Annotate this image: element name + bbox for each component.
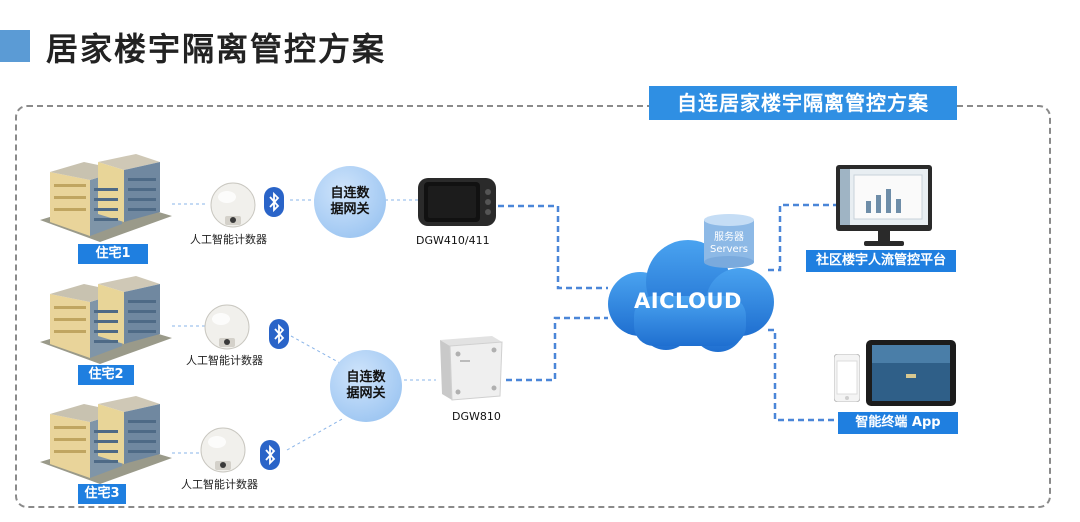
building-1-icon	[40, 154, 172, 242]
server-icon	[704, 214, 754, 268]
home-1-label: 住宅1	[78, 244, 148, 264]
dgw410-label: DGW410/411	[416, 234, 490, 247]
aicloud-label: AICLOUD	[634, 289, 742, 313]
ai-counter-3-label: 人工智能计数器	[181, 478, 258, 491]
server-label: 服务器 Servers	[704, 232, 754, 256]
scheme-frame	[15, 105, 1051, 508]
smart-terminal-app-label: 智能终端 App	[838, 412, 958, 434]
building-2-icon	[40, 276, 172, 364]
title-accent-bar	[0, 30, 30, 62]
ai-counter-2-label: 人工智能计数器	[186, 354, 263, 367]
phone-icon	[834, 354, 860, 402]
building-3-icon	[40, 396, 172, 484]
home-2-label: 住宅2	[78, 365, 134, 385]
ai-counter-2-icon	[204, 304, 250, 350]
gateway-1-label: 自连数据网关	[330, 186, 370, 217]
page-title: 居家楼宇隔离管控方案	[46, 30, 387, 68]
self-connect-gateway-1: 自连数据网关	[314, 166, 386, 238]
ai-counter-1-icon	[210, 182, 256, 228]
self-connect-gateway-2: 自连数据网关	[330, 350, 402, 422]
scheme-label: 自连居家楼宇隔离管控方案	[649, 86, 957, 120]
dgw810-device-icon	[440, 336, 503, 401]
ai-counter-3-icon	[200, 427, 246, 473]
server-sublabel: Servers	[709, 244, 748, 255]
tablet-icon	[866, 340, 956, 406]
community-platform-label: 社区楼宇人流管控平台	[806, 250, 956, 272]
ai-counter-1-label: 人工智能计数器	[190, 233, 267, 246]
dgw810-label: DGW810	[452, 410, 501, 423]
bluetooth-icon	[260, 440, 280, 470]
dgw410-device-icon	[418, 178, 496, 226]
monitor-icon	[836, 165, 932, 246]
bluetooth-icon	[269, 319, 289, 349]
home-3-label: 住宅3	[78, 484, 126, 504]
gateway-2-label: 自连数据网关	[346, 370, 386, 401]
bluetooth-icon	[264, 187, 284, 217]
